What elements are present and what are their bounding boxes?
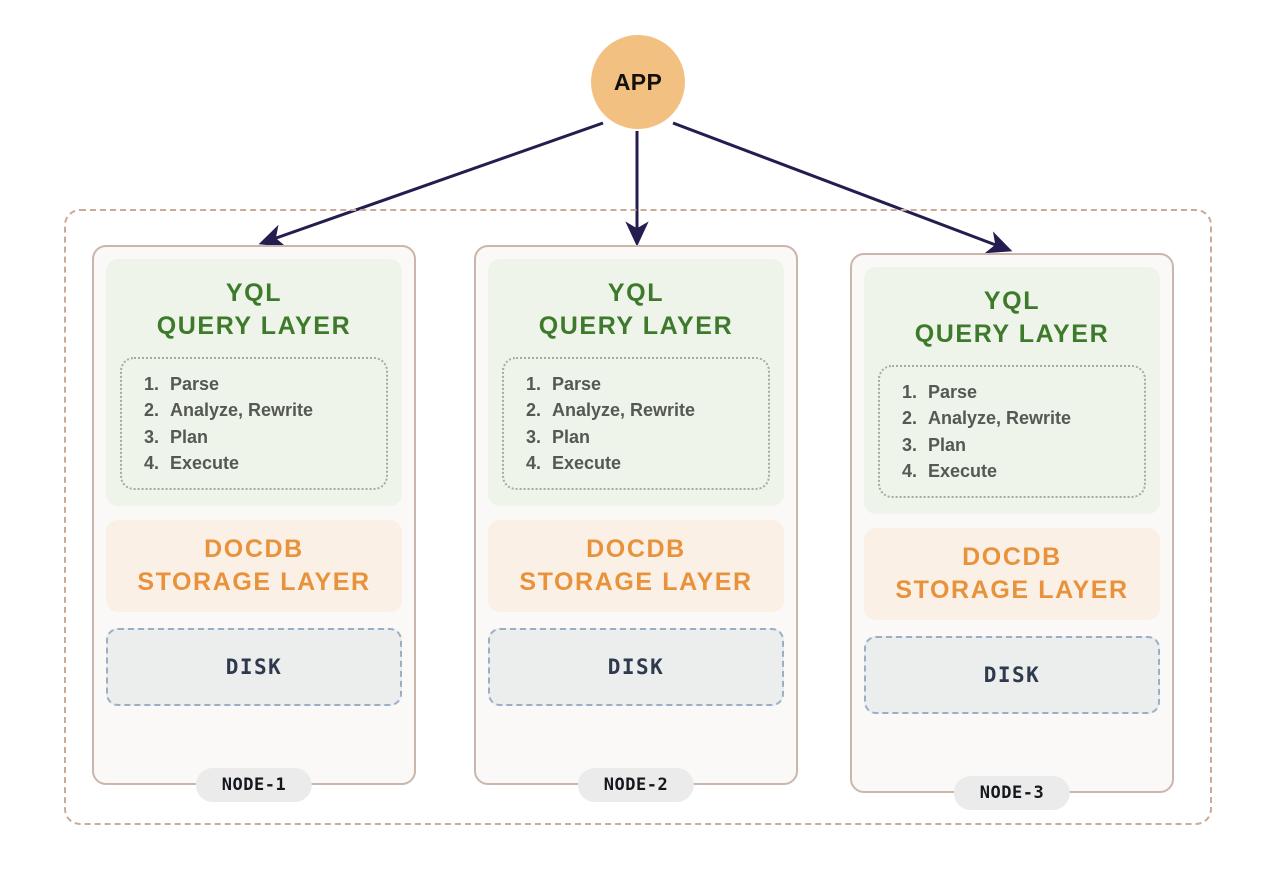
yql-step-item: 4. Execute xyxy=(902,458,1130,484)
yql-step-number: 2. xyxy=(144,400,160,421)
yql-step-label: Analyze, Rewrite xyxy=(170,400,314,421)
yql-step-number: 2. xyxy=(526,400,542,421)
yql-step-label: Analyze, Rewrite xyxy=(928,408,1072,429)
yql-steps-list-2: 1. Parse 2. Analyze, Rewrite 3. Plan 4. … xyxy=(526,371,754,476)
yql-step-label: Parse xyxy=(552,374,602,394)
node-card-2[interactable]: YQL QUERY LAYER 1. Parse 2. Analyze, Rew… xyxy=(474,245,798,802)
disk-panel-2: DISK xyxy=(488,628,784,707)
yql-step-item: 3. Plan xyxy=(526,424,754,450)
yql-step-item: 3. Plan xyxy=(902,432,1130,458)
app-client-node[interactable]: APP xyxy=(591,35,685,129)
yql-step-item: 3. Plan xyxy=(144,424,372,450)
yql-step-number: 3. xyxy=(526,426,542,447)
yql-step-item: 4. Execute xyxy=(526,450,754,476)
node-pill-1: NODE-1 xyxy=(195,768,313,802)
disk-label-3: DISK xyxy=(983,663,1041,688)
yql-step-label: Analyze, Rewrite xyxy=(552,400,696,421)
docdb-title-3: DOCDB STORAGE LAYER xyxy=(895,543,1129,605)
yql-step-number: 4. xyxy=(144,452,160,473)
yql-steps-list-1: 1. Parse 2. Analyze, Rewrite 3. Plan 4. … xyxy=(144,371,372,476)
yql-step-item: 2. Analyze, Rewrite xyxy=(144,397,372,423)
node-pill-3: NODE-3 xyxy=(953,776,1071,810)
disk-panel-1: DISK xyxy=(106,628,402,707)
yql-step-label: Parse xyxy=(170,374,220,394)
yql-step-item: 1. Parse xyxy=(902,379,1130,405)
yql-title-3: YQL QUERY LAYER xyxy=(914,287,1110,348)
yql-query-layer-3: YQL QUERY LAYER 1. Parse 2. Analyze, Rew… xyxy=(864,267,1160,515)
yql-step-label: Plan xyxy=(170,426,209,447)
yql-title-2: YQL QUERY LAYER xyxy=(538,279,734,340)
docdb-storage-layer-2: DOCDB STORAGE LAYER xyxy=(488,520,784,613)
yql-steps-list-3: 1. Parse 2. Analyze, Rewrite 3. Plan 4. … xyxy=(902,379,1130,484)
yql-step-item: 2. Analyze, Rewrite xyxy=(902,405,1130,431)
yql-step-number: 4. xyxy=(902,460,918,481)
yql-step-number: 2. xyxy=(902,408,918,429)
yql-step-item: 2. Analyze, Rewrite xyxy=(526,397,754,423)
docdb-storage-layer-1: DOCDB STORAGE LAYER xyxy=(106,520,402,613)
yql-step-number: 1. xyxy=(144,374,160,394)
docdb-storage-layer-3: DOCDB STORAGE LAYER xyxy=(864,528,1160,621)
yql-step-number: 4. xyxy=(526,452,542,473)
yql-step-label: Plan xyxy=(928,434,967,455)
yql-step-label: Parse xyxy=(928,382,978,402)
yql-step-label: Execute xyxy=(552,452,622,473)
disk-label-2: DISK xyxy=(607,655,665,680)
yql-steps-box-2: 1. Parse 2. Analyze, Rewrite 3. Plan 4. … xyxy=(502,357,770,491)
yql-step-label: Execute xyxy=(170,452,240,473)
yql-step-item: 4. Execute xyxy=(144,450,372,476)
app-label: APP xyxy=(613,68,663,95)
yql-query-layer-1: YQL QUERY LAYER 1. Parse 2. Analyze, Rew… xyxy=(106,259,402,507)
yql-step-number: 3. xyxy=(902,434,918,455)
node-card-3[interactable]: YQL QUERY LAYER 1. Parse 2. Analyze, Rew… xyxy=(850,253,1174,810)
disk-label-1: DISK xyxy=(225,655,283,680)
yql-step-number: 1. xyxy=(526,374,542,394)
node-pill-2: NODE-2 xyxy=(577,768,695,802)
yql-step-label: Plan xyxy=(552,426,591,447)
yql-step-item: 1. Parse xyxy=(144,371,372,397)
yql-step-number: 1. xyxy=(902,382,918,402)
docdb-title-1: DOCDB STORAGE LAYER xyxy=(137,535,371,597)
yql-step-item: 1. Parse xyxy=(526,371,754,397)
docdb-title-2: DOCDB STORAGE LAYER xyxy=(519,535,753,597)
yql-steps-box-1: 1. Parse 2. Analyze, Rewrite 3. Plan 4. … xyxy=(120,357,388,491)
disk-panel-3: DISK xyxy=(864,636,1160,715)
node-card-1[interactable]: YQL QUERY LAYER 1. Parse 2. Analyze, Rew… xyxy=(92,245,416,802)
yql-step-number: 3. xyxy=(144,426,160,447)
yql-steps-box-3: 1. Parse 2. Analyze, Rewrite 3. Plan 4. … xyxy=(878,365,1146,499)
yql-title-1: YQL QUERY LAYER xyxy=(156,279,352,340)
yql-query-layer-2: YQL QUERY LAYER 1. Parse 2. Analyze, Rew… xyxy=(488,259,784,507)
yql-step-label: Execute xyxy=(928,460,998,481)
